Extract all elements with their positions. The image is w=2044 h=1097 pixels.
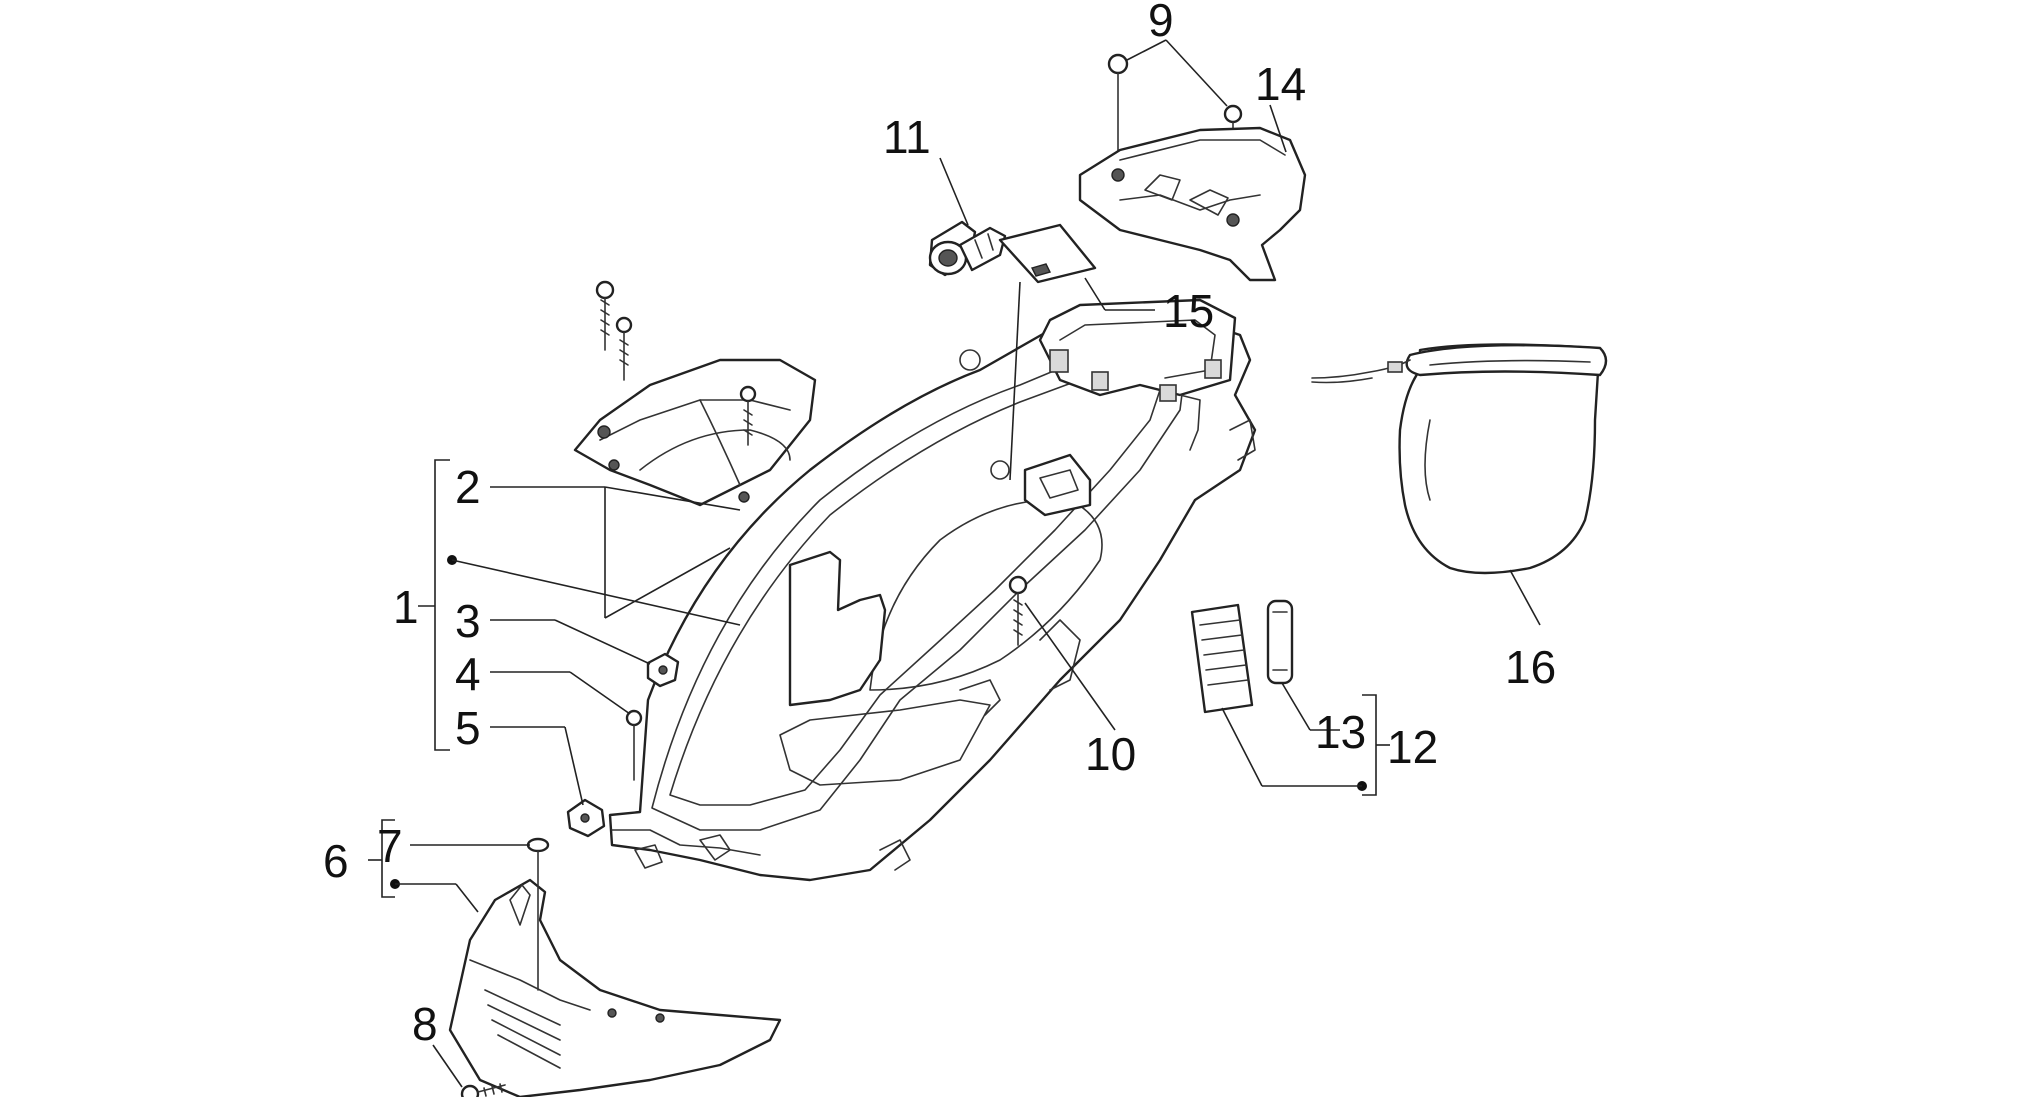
helmet-compartment-part — [608, 298, 1257, 882]
leader-lines — [368, 39, 1541, 1088]
callout-14: 14 — [1255, 58, 1306, 110]
callout-16: 16 — [1505, 641, 1556, 693]
callout-2: 2 — [455, 461, 481, 513]
callout-11: 11 — [883, 111, 931, 163]
clip-nut-part-5 — [566, 798, 606, 838]
manual-booklet-part — [1190, 603, 1254, 714]
callout-10: 10 — [1085, 728, 1136, 780]
compartment-lid-part — [573, 358, 817, 507]
callout-7: 7 — [377, 820, 403, 872]
clip-part-3 — [646, 652, 680, 688]
callout-5: 5 — [455, 702, 481, 754]
washer-part-7 — [526, 837, 550, 991]
lock-part-11 — [928, 220, 1007, 277]
screw-part-10 — [1008, 575, 1028, 646]
callout-15: 15 — [1163, 285, 1214, 337]
rear-cover-part-14 — [1078, 126, 1307, 282]
callout-13: 13 — [1315, 706, 1366, 758]
fuse-tube-part-13 — [1266, 599, 1294, 685]
callout-labels: 1 2 3 4 5 6 7 8 9 10 11 12 13 14 15 16 — [323, 0, 1556, 1050]
callout-12: 12 — [1387, 721, 1438, 773]
callout-1: 1 — [393, 581, 419, 633]
callout-3: 3 — [455, 595, 481, 647]
liner-bag-part-16 — [1311, 343, 1608, 575]
small-lid-part-15 — [998, 223, 1097, 284]
callout-6: 6 — [323, 835, 349, 887]
front-cover-part-6 — [448, 878, 782, 1097]
callout-4: 4 — [455, 648, 481, 700]
lid-screw-group — [595, 280, 757, 446]
callout-9: 9 — [1148, 0, 1174, 46]
screw-part-4 — [625, 709, 643, 781]
screw-part-8 — [460, 1083, 506, 1097]
callout-8: 8 — [412, 998, 438, 1050]
